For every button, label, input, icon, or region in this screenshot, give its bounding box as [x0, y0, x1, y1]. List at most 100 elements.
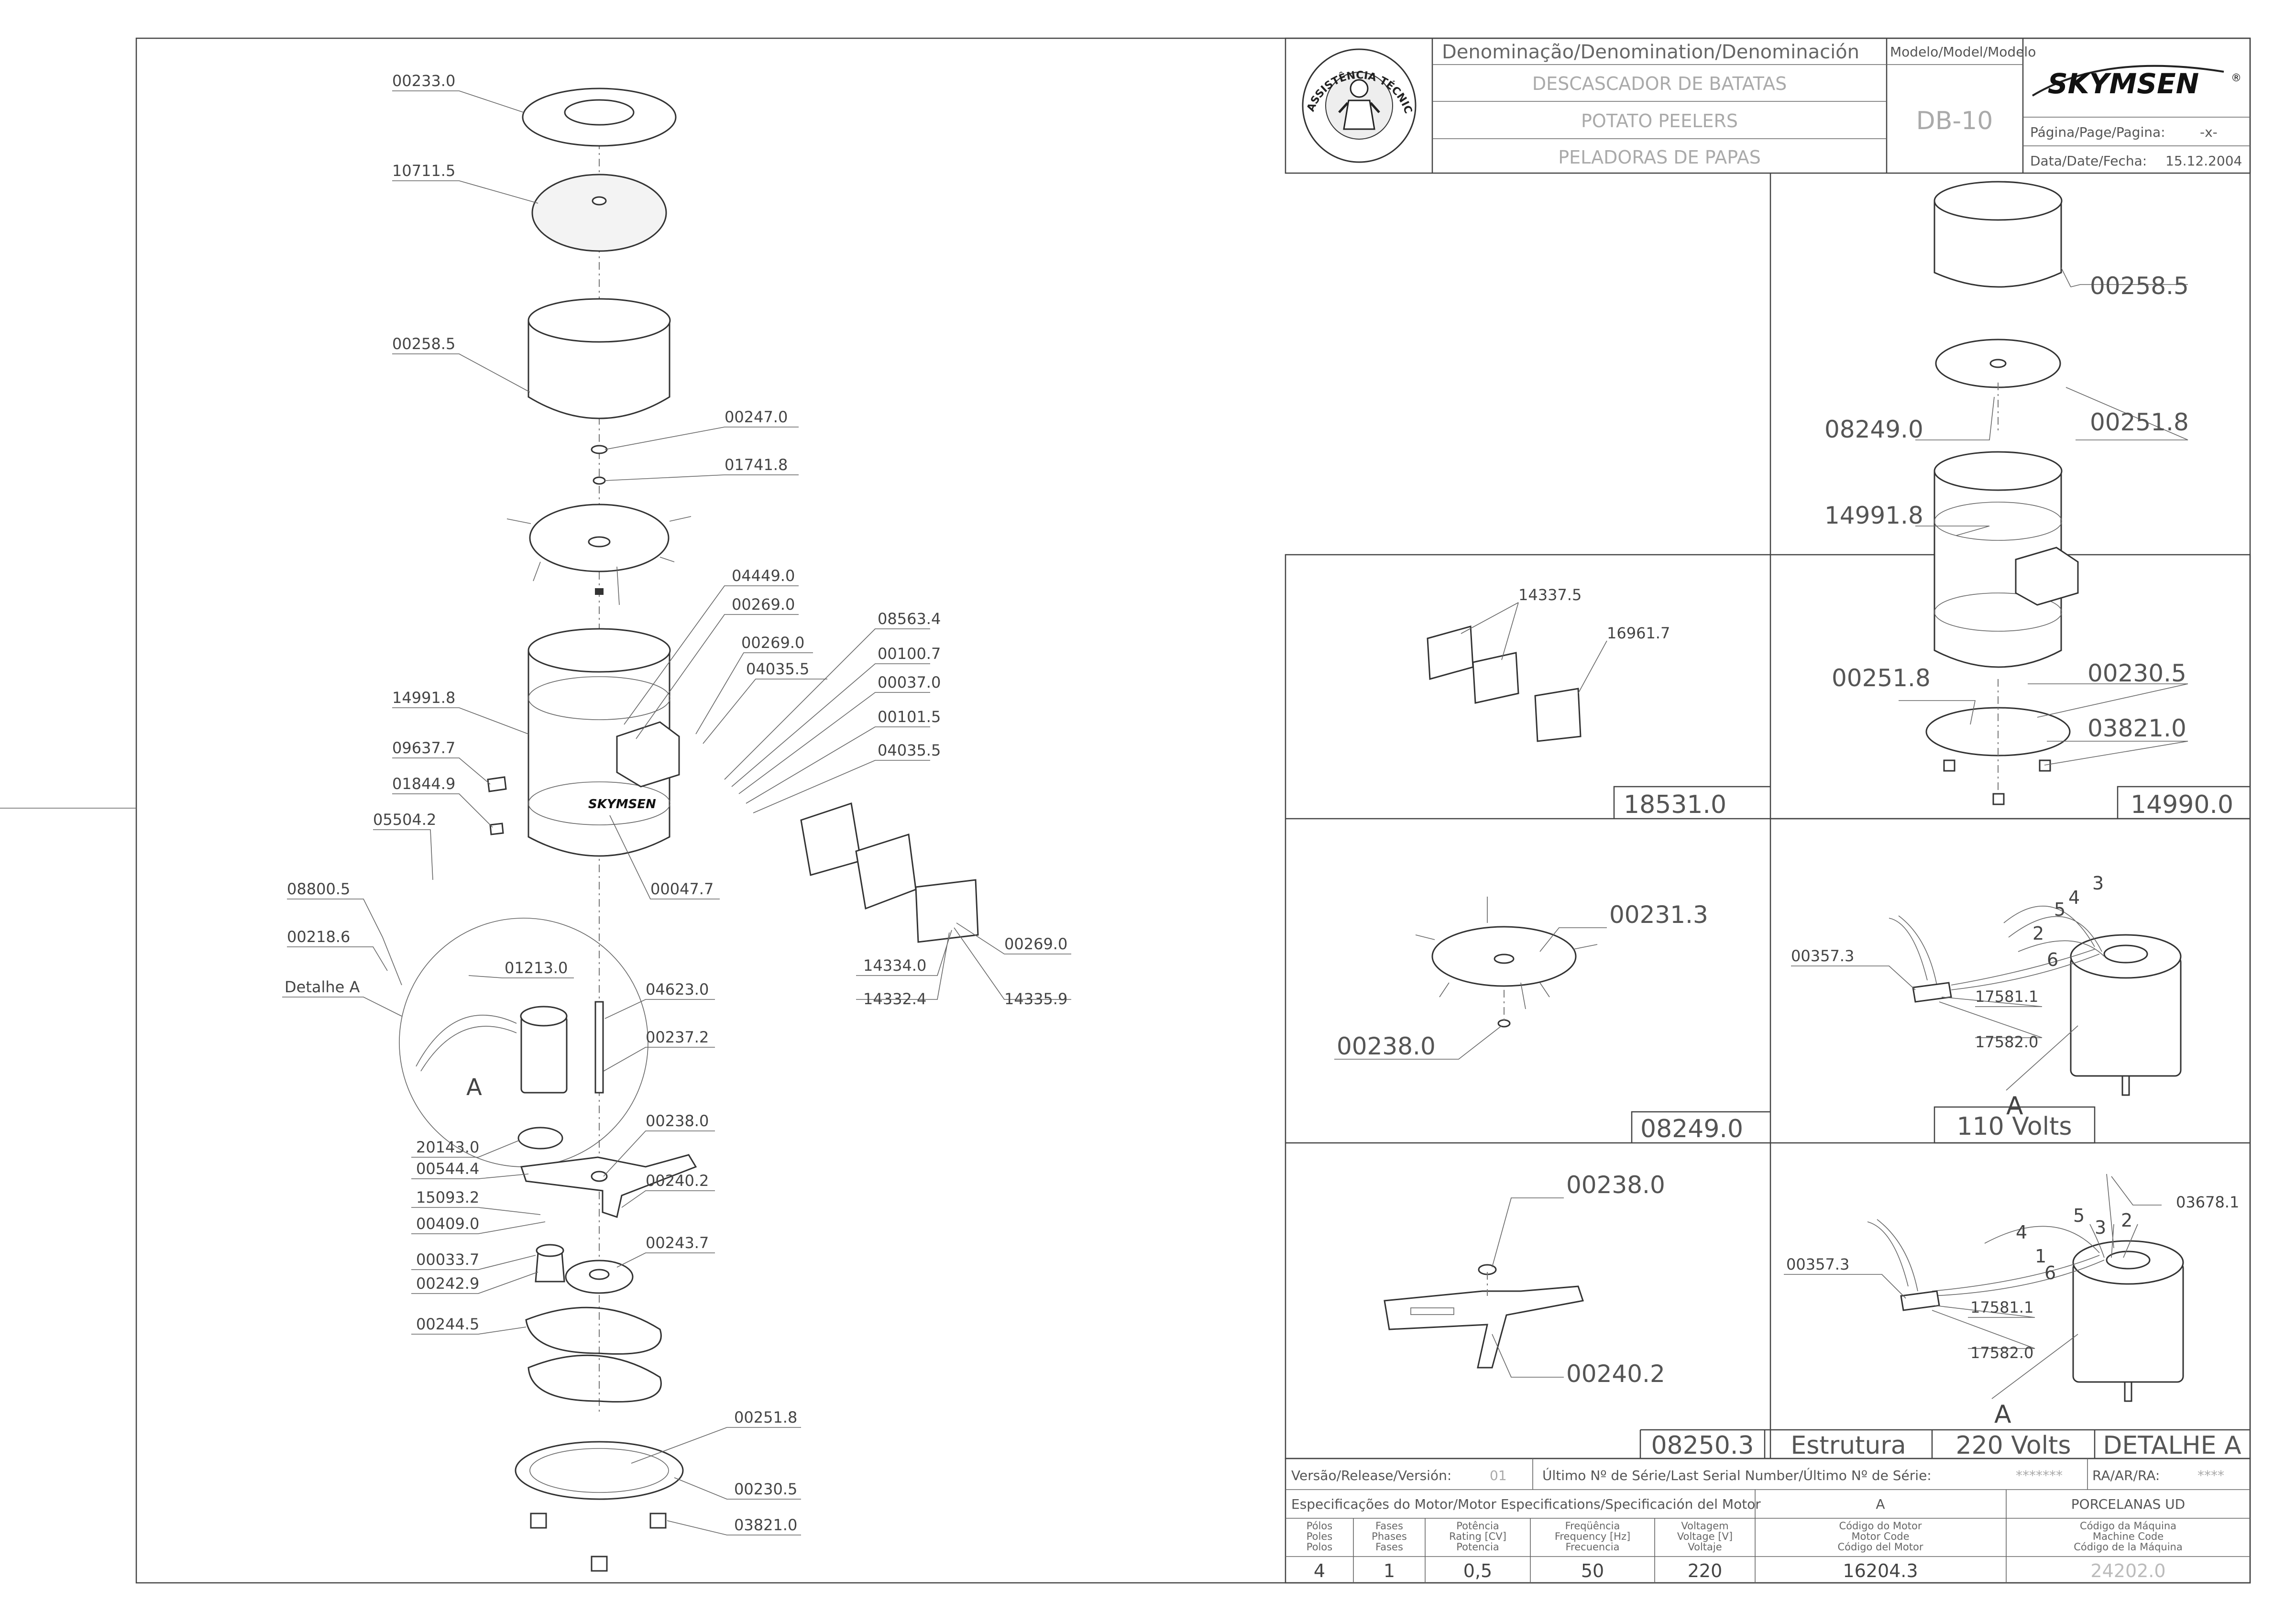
wire-number: 3	[2095, 1217, 2106, 1238]
panel-110-volts: 00357.3 17581.1 17582.0 A 3 4 5 2 6 110 …	[1791, 873, 2182, 1144]
part-label: 03821.0	[734, 1516, 797, 1534]
page-value: -x-	[2200, 124, 2218, 140]
part-label: 00247.0	[725, 408, 788, 426]
part-label: 01213.0	[505, 959, 568, 977]
panel-14990: 00258.5 08249.0 00251.8 14991.8 00251.8 …	[1824, 181, 2250, 819]
part-label: 00242.9	[416, 1274, 479, 1293]
ra-value: ****	[2197, 1468, 2224, 1483]
drawing-frame	[135, 37, 2251, 1584]
wire-number: 5	[2054, 899, 2065, 920]
bracket	[520, 1154, 697, 1218]
part-label: 08800.5	[287, 880, 350, 898]
brand-logo: SKYMSEN ®	[2032, 65, 2241, 100]
part-label: 00544.4	[416, 1160, 479, 1178]
wire-number: 4	[2068, 887, 2080, 908]
panel-code: 14990.0	[2131, 790, 2233, 819]
part-label: 01741.8	[725, 456, 788, 474]
wire-number: 3	[2092, 873, 2104, 894]
part-label: 04035.5	[746, 660, 809, 678]
motor-code-value: 16204.3	[1843, 1560, 1918, 1581]
svg-text:Código da Máquina: Código da Máquina	[2080, 1520, 2176, 1532]
svg-text:Voltagem: Voltagem	[1681, 1520, 1728, 1532]
machine-code-value: 24202.0	[2090, 1560, 2165, 1581]
svg-text:Polos: Polos	[1307, 1541, 1332, 1553]
part-label: 09637.7	[392, 739, 455, 757]
svg-text:Motor Code: Motor Code	[1851, 1531, 1909, 1542]
panel-18531: 14337.5 16961.7 18531.0	[1427, 586, 1770, 819]
part-label: 00243.7	[646, 1234, 709, 1252]
part-label: 00218.6	[287, 928, 350, 946]
svg-text:Machine Code: Machine Code	[2093, 1531, 2164, 1542]
part-label: 00101.5	[878, 708, 941, 726]
model-value: DB-10	[1916, 107, 1993, 135]
wire-number: 6	[2044, 1262, 2056, 1283]
part-label: 16961.7	[1607, 624, 1670, 642]
svg-text:Poles: Poles	[1307, 1531, 1332, 1542]
svg-text:Voltaje: Voltaje	[1688, 1541, 1722, 1553]
part-label: 01844.9	[392, 775, 455, 793]
part-label: 17581.1	[1970, 1298, 2033, 1316]
part-label: 00244.5	[416, 1315, 479, 1333]
part-label: 00269.0	[732, 595, 795, 614]
ra-label: RA/AR/RA:	[2092, 1468, 2160, 1483]
svg-text:Voltage [V]: Voltage [V]	[1677, 1531, 1733, 1542]
panel-label: DETALHE A	[2103, 1431, 2241, 1460]
part-label: 00033.7	[416, 1250, 479, 1269]
detail-a-marker: A	[2006, 1092, 2023, 1120]
svg-text:Código del Motor: Código del Motor	[1838, 1541, 1923, 1553]
svg-text:Pólos: Pólos	[1307, 1520, 1332, 1532]
detail-a-marker: A	[466, 1074, 482, 1101]
seal-text: ASSISTÊNCIA TÉCNICA AUTORIZADA	[0, 0, 1414, 115]
svg-text:Potência: Potência	[1456, 1520, 1499, 1532]
part-label: 00269.0	[741, 634, 804, 652]
part-label: 00357.3	[1786, 1255, 1849, 1273]
svg-text:Frecuencia: Frecuencia	[1566, 1541, 1620, 1553]
part-label: 04623.0	[646, 980, 709, 998]
part-label: 00037.0	[878, 673, 941, 691]
part-label: 14991.8	[1824, 502, 1923, 529]
supplier: PORCELANAS UD	[2071, 1496, 2185, 1512]
rating-value: 0,5	[1463, 1560, 1492, 1581]
abrasive-disc	[531, 174, 667, 252]
part-label: 00230.5	[2087, 659, 2186, 687]
voltage-value: 220	[1688, 1560, 1723, 1581]
motor-class: A	[1876, 1496, 1885, 1512]
part-label: 17581.1	[1975, 987, 2038, 1006]
wire-number: 1	[2035, 1246, 2046, 1267]
svg-text:SKYMSEN: SKYMSEN	[588, 797, 656, 812]
part-label: Detalhe A	[285, 978, 360, 996]
part-label: 03821.0	[2087, 714, 2186, 742]
svg-text:Potencia: Potencia	[1456, 1541, 1499, 1553]
phases-value: 1	[1384, 1560, 1395, 1581]
part-label: 00240.2	[1566, 1360, 1665, 1388]
version-value: 01	[1490, 1468, 1507, 1483]
panel-08249: 00231.3 00238.0 08249.0	[1334, 897, 1770, 1143]
part-label: 17582.0	[1970, 1344, 2033, 1362]
part-label: 14332.4	[863, 990, 926, 1008]
panel-code: 220 Volts	[1955, 1431, 2071, 1460]
part-label: 00238.0	[646, 1112, 709, 1130]
svg-text:Código do Motor: Código do Motor	[1839, 1520, 1922, 1532]
wire-number: 4	[2016, 1222, 2027, 1243]
part-label: 00047.7	[650, 880, 714, 898]
footer-table: Versão/Release/Versión: 01 Último Nº de …	[1285, 1458, 2251, 1584]
svg-text:SKYMSEN: SKYMSEN	[2048, 67, 2199, 100]
part-label: 08249.0	[1824, 416, 1923, 443]
svg-text:Fases: Fases	[1375, 1541, 1403, 1553]
part-label: 00237.2	[646, 1028, 709, 1046]
svg-text:Código de la Máquina: Código de la Máquina	[2074, 1541, 2182, 1553]
part-label: 17582.0	[1975, 1033, 2038, 1051]
date-label: Data/Date/Fecha:	[2030, 153, 2147, 169]
part-label: 00238.0	[1337, 1032, 1436, 1060]
part-label: 00230.5	[734, 1480, 797, 1498]
model-header: Modelo/Model/Modelo	[1890, 44, 2036, 60]
part-label: 04035.5	[878, 741, 941, 759]
wire-number: 2	[2032, 923, 2044, 944]
part-label: 14334.0	[863, 956, 926, 975]
splash-ring	[527, 320, 670, 419]
panel-08250-structure: 00238.0 00240.2	[1384, 1171, 1665, 1388]
detail-a-marker: A	[1994, 1400, 2011, 1429]
code-strip: 08250.3 Estrutura 220 Volts DETALHE A	[1639, 1429, 2250, 1460]
date-value: 15.12.2004	[2165, 153, 2242, 169]
